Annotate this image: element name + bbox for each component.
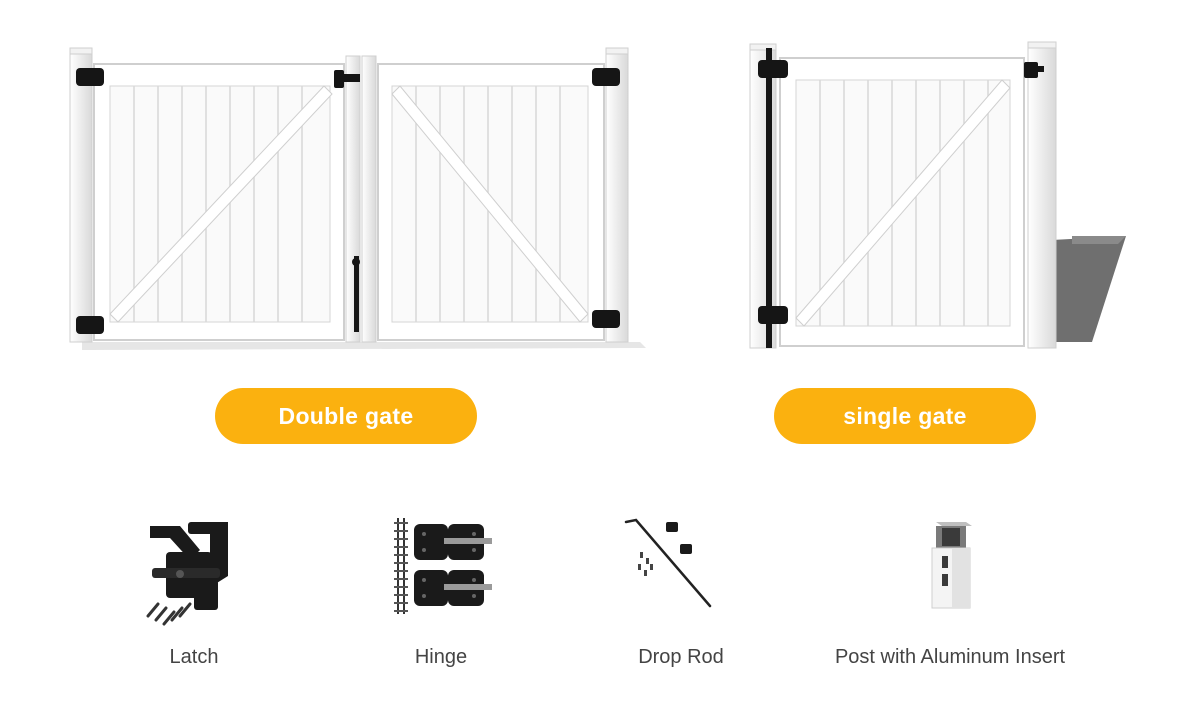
post-insert-icon — [931, 522, 972, 609]
drop-rod-label: Drop Rod — [638, 646, 724, 668]
latch-label: Latch — [169, 646, 219, 668]
single-gate-label: single gate — [774, 388, 1036, 444]
hinge-label: Hinge — [414, 646, 468, 668]
latch-icon — [146, 522, 228, 626]
double-gate-image — [69, 47, 646, 350]
single-gate-image — [749, 41, 1126, 349]
drop-rod-icon — [624, 518, 712, 608]
double-gate-label: Double gate — [215, 388, 477, 444]
hinge-icon — [394, 518, 492, 614]
post-insert-label: Post with Aluminum Insert — [834, 646, 1066, 668]
